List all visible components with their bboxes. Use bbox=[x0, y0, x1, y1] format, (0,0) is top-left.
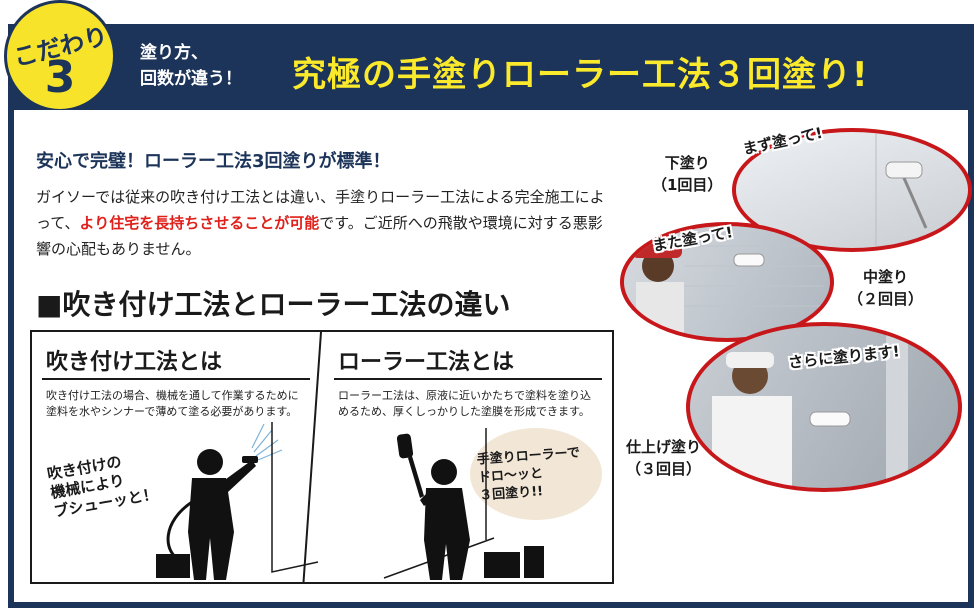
paint-bucket-icon bbox=[484, 546, 544, 578]
spray-method-column: 吹き付け工法とは 吹き付け工法の場合、機械を通して作業するために塗料を水やシンナ… bbox=[32, 332, 322, 582]
body-text-part1: ガイソーでは従来の吹き付け工法とは違い、手塗りローラー工法による完全施工によって… bbox=[36, 188, 605, 232]
midcoat-label: 中塗り （２回目） bbox=[848, 266, 923, 310]
spray-worker-illustration bbox=[156, 422, 319, 580]
topcoat-count: （３回目） bbox=[626, 460, 702, 478]
roller-method-column: ローラー工法とは ローラー工法は、原液に近いかたちで塗料を塗り込めるため、厚くし… bbox=[324, 332, 614, 582]
lead-text: 安心で完璧！ローラー工法3回塗りが標準！ bbox=[36, 151, 391, 172]
section-title: ■吹き付け工法とローラー工法の違い bbox=[36, 288, 511, 321]
page-title: 究極の手塗りローラー工法３回塗り! bbox=[292, 55, 869, 95]
comparison-box: 吹き付け工法とは 吹き付け工法の場合、機械を通して作業するために塗料を水やシンナ… bbox=[30, 330, 614, 584]
roller-callout-bubble bbox=[470, 428, 602, 520]
roller-method-description: ローラー工法は、原液に近いかたちで塗料を塗り込めるため、厚くしっかりした塗膜を形… bbox=[338, 389, 591, 418]
header-subtitle: 塗り方、 回数が違う！ bbox=[140, 40, 242, 92]
spray-method-description: 吹き付け工法の場合、機械を通して作業するために塗料を水やシンナーで薄めて塗る必要… bbox=[46, 389, 299, 418]
spray-mist-icon bbox=[251, 423, 283, 461]
midcoat-name: 中塗り bbox=[863, 268, 909, 286]
header-bar bbox=[8, 24, 974, 110]
roller-worker-icon bbox=[396, 433, 470, 580]
roller-heading-underline bbox=[334, 378, 602, 380]
body-paragraph: ガイソーでは従来の吹き付け工法とは違い、手塗りローラー工法による完全施工によって… bbox=[36, 184, 616, 262]
header-subtitle-line2: 回数が違う！ bbox=[140, 69, 242, 89]
topcoat-name: 仕上げ塗り bbox=[626, 438, 702, 456]
badge-number: 3 bbox=[44, 52, 76, 103]
undercoat-count: （1回目） bbox=[652, 176, 723, 194]
undercoat-label: 下塗り （1回目） bbox=[652, 152, 722, 196]
body-highlight: より住宅を長持ちさせることが可能 bbox=[79, 214, 320, 232]
kodawari-badge: こだわり 3 bbox=[4, 0, 116, 112]
body-text-part2: です。ご近所への飛散や環境に対する悪影響の心配もありません。 bbox=[36, 214, 603, 258]
topcoat-label: 仕上げ塗り （３回目） bbox=[626, 436, 701, 480]
undercoat-name: 下塗り bbox=[664, 154, 710, 172]
header: こだわり 3 塗り方、 回数が違う！ 究極の手塗りローラー工法３回塗り! bbox=[0, 0, 980, 118]
roller-worker-illustration bbox=[383, 428, 544, 580]
spray-method-heading: 吹き付け工法とは bbox=[46, 350, 223, 375]
spray-worker-icon bbox=[188, 449, 258, 580]
paint-roller-icon bbox=[396, 433, 414, 459]
roller-method-heading: ローラー工法とは bbox=[338, 350, 515, 375]
spray-machine-icon bbox=[156, 554, 190, 578]
spray-heading-underline bbox=[42, 378, 310, 380]
header-subtitle-line1: 塗り方、 bbox=[140, 43, 208, 63]
midcoat-count: （２回目） bbox=[848, 290, 924, 308]
